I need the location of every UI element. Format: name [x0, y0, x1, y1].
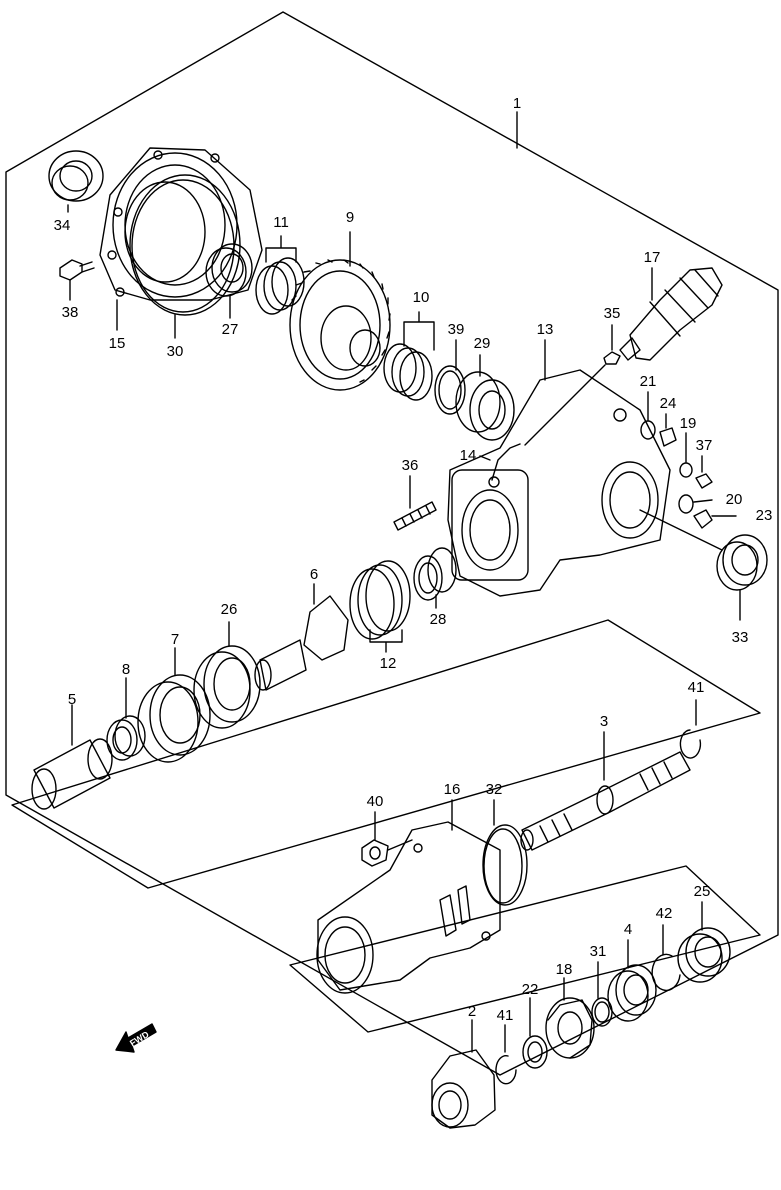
label-part-2: 2: [467, 1003, 477, 1020]
part-bolt-38: [59, 259, 95, 301]
label-part-8: 8: [121, 661, 131, 678]
part-oring-30: [129, 174, 241, 339]
label-part-28: 28: [429, 611, 447, 628]
part-washer-20: [678, 494, 713, 514]
part-boot-2: [431, 1019, 496, 1129]
label-part-15: 15: [108, 335, 126, 352]
label-part-30: 30: [166, 343, 184, 360]
part-dust-cover-18: [545, 977, 595, 1059]
part-ring-gear-9: [289, 231, 391, 391]
part-stud-36: [393, 475, 437, 531]
part-bearing-26: [193, 621, 261, 729]
label-part-29: 29: [473, 335, 491, 352]
label-part-12: 12: [379, 655, 397, 672]
label-part-26: 26: [220, 601, 238, 618]
subgroup-pinion-box: [11, 619, 761, 889]
subgroup-shaft-box: [289, 865, 761, 1033]
label-part-42: 42: [655, 905, 673, 922]
label-part-38: 38: [61, 304, 79, 321]
part-housing-16: [316, 799, 501, 994]
label-part-35: 35: [603, 305, 621, 322]
label-part-25: 25: [693, 883, 711, 900]
label-part-20: 20: [725, 491, 743, 508]
part-bearing-7: [137, 647, 211, 763]
part-circlip-42: [651, 924, 681, 991]
part-breather-pipe-14: [479, 443, 521, 488]
part-bearing-25: [677, 901, 731, 983]
part-nut-40: [361, 811, 413, 867]
part-circlip-41-lower: [495, 1024, 517, 1085]
label-part-33: 33: [731, 629, 749, 646]
part-oil-seal-34: [48, 150, 104, 213]
part-washer-21: [640, 391, 656, 440]
part-spacer-8: [106, 677, 146, 761]
label-part-9: 9: [345, 209, 355, 226]
label-part-11: 11: [273, 214, 289, 231]
part-shim-39: [434, 339, 466, 415]
label-part-39: 39: [447, 321, 465, 338]
label-part-41-upper: 41: [687, 679, 705, 696]
label-part-27: 27: [221, 321, 239, 338]
label-part-31: 31: [589, 943, 607, 960]
label-part-6: 6: [309, 566, 319, 583]
part-bearing-27: [205, 243, 253, 319]
part-washer-19: [679, 432, 693, 478]
part-sleeve-5: [31, 704, 113, 810]
label-part-40: 40: [366, 793, 384, 810]
part-gear-case-13: [447, 339, 671, 597]
part-boot-17: [619, 267, 723, 361]
label-part-36: 36: [401, 457, 419, 474]
fwd-arrow-icon: [115, 1023, 157, 1053]
label-part-1: 1: [512, 95, 522, 112]
label-part-16: 16: [443, 781, 461, 798]
label-part-21: 21: [639, 373, 657, 390]
part-plug-23: [693, 509, 737, 529]
label-part-22: 22: [521, 981, 539, 998]
label-part-23: 23: [755, 507, 773, 524]
part-washer-22: [522, 997, 548, 1069]
part-shaft-3: [520, 731, 691, 851]
part-shims-12: [349, 560, 411, 653]
label-part-17: 17: [643, 249, 661, 266]
part-oil-seal-4: [607, 939, 657, 1022]
label-part-34: 34: [53, 217, 71, 234]
label-part-7: 7: [170, 631, 180, 648]
part-bolt-37: [695, 455, 713, 489]
part-gear-cover-15: [99, 147, 263, 331]
part-shims-10: [383, 311, 435, 401]
part-shims-11: [255, 235, 305, 315]
part-needle-bearing-28: [413, 547, 457, 609]
part-pinion-6: [254, 583, 349, 691]
part-cap-24: [659, 413, 677, 447]
label-part-37: 37: [695, 437, 713, 454]
label-part-4: 4: [623, 921, 633, 938]
part-circlip-41-upper: [679, 699, 702, 759]
label-part-19: 19: [679, 415, 697, 432]
label-part-32: 32: [485, 781, 503, 798]
label-part-3: 3: [599, 713, 609, 730]
assembly-boundary: [5, 11, 779, 1076]
label-part-14: 14: [459, 447, 477, 464]
part-clamp-35: [524, 324, 621, 446]
part-bearing-29: [455, 354, 515, 441]
label-part-13: 13: [536, 321, 554, 338]
label-part-18: 18: [555, 961, 573, 978]
label-part-41-lower: 41: [496, 1007, 514, 1024]
part-oring-32: [482, 799, 528, 906]
part-ring-31: [591, 961, 613, 1027]
part-oil-seal-33: [639, 509, 768, 621]
label-part-10: 10: [412, 289, 430, 306]
label-part-24: 24: [659, 395, 677, 412]
label-part-5: 5: [67, 691, 77, 708]
